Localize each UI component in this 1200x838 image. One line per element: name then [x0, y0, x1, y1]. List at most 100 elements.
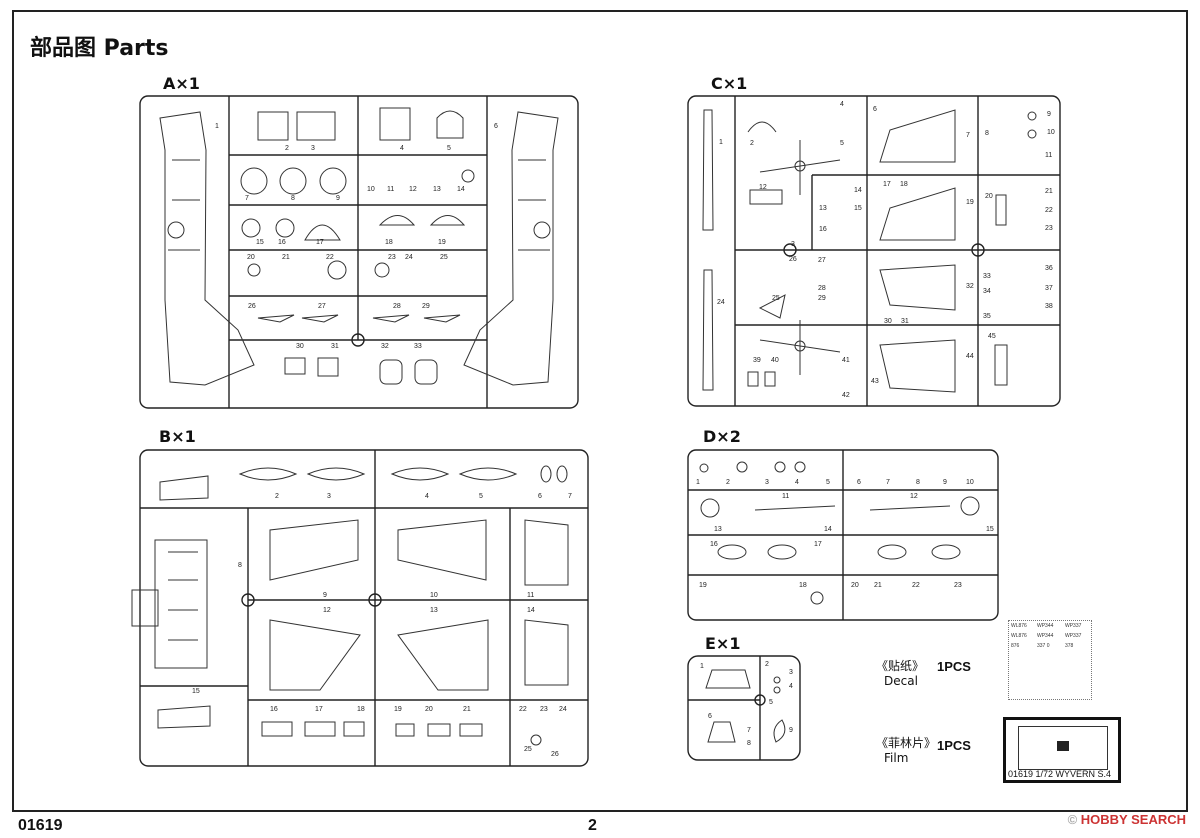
- film-quantity: 1PCS: [937, 738, 971, 753]
- svg-text:6: 6: [708, 713, 712, 720]
- svg-text:8: 8: [985, 130, 989, 137]
- svg-text:17: 17: [315, 706, 323, 713]
- svg-text:36: 36: [1045, 265, 1053, 272]
- svg-text:6: 6: [857, 479, 861, 486]
- svg-text:13: 13: [819, 205, 827, 212]
- fuselage-left-part: [159, 111, 255, 386]
- sprue-d-label: D×2: [703, 427, 741, 446]
- svg-text:27: 27: [318, 303, 326, 310]
- svg-text:5: 5: [840, 140, 844, 147]
- svg-text:18: 18: [799, 582, 807, 589]
- svg-text:5: 5: [826, 479, 830, 486]
- svg-text:7: 7: [966, 132, 970, 139]
- svg-text:16: 16: [710, 541, 718, 548]
- svg-text:17: 17: [883, 181, 891, 188]
- svg-text:21: 21: [1045, 188, 1053, 195]
- svg-text:33: 33: [983, 273, 991, 280]
- decal-label-group: 《贴纸》 Decal: [876, 657, 924, 688]
- svg-text:9: 9: [789, 727, 793, 734]
- svg-text:3: 3: [311, 145, 315, 152]
- svg-text:26: 26: [551, 751, 559, 758]
- svg-text:41: 41: [842, 357, 850, 364]
- svg-text:7: 7: [886, 479, 890, 486]
- svg-text:15: 15: [192, 688, 200, 695]
- decal-code: 337 0: [1037, 643, 1050, 649]
- svg-text:5: 5: [769, 699, 773, 706]
- svg-text:19: 19: [394, 706, 402, 713]
- svg-text:22: 22: [326, 254, 334, 261]
- sprue-d: [687, 449, 999, 621]
- svg-text:3: 3: [791, 241, 795, 248]
- svg-text:23: 23: [540, 706, 548, 713]
- svg-text:6: 6: [538, 493, 542, 500]
- svg-text:43: 43: [871, 378, 879, 385]
- svg-text:4: 4: [840, 101, 844, 108]
- decal-code: 876: [1011, 643, 1020, 649]
- fuselage-right-part: [463, 111, 559, 386]
- svg-text:2: 2: [765, 661, 769, 668]
- svg-text:9: 9: [943, 479, 947, 486]
- svg-text:45: 45: [988, 333, 996, 340]
- svg-text:4: 4: [795, 479, 799, 486]
- svg-text:40: 40: [771, 357, 779, 364]
- svg-text:33: 33: [414, 343, 422, 350]
- svg-text:2: 2: [750, 140, 754, 147]
- watermark: © HOBBY SEARCH: [1067, 812, 1186, 827]
- svg-text:25: 25: [772, 295, 780, 302]
- decal-code: WP344: [1037, 633, 1054, 639]
- svg-text:16: 16: [270, 706, 278, 713]
- svg-text:9: 9: [336, 195, 340, 202]
- decal-code: WP337: [1065, 633, 1082, 639]
- svg-text:11: 11: [1045, 152, 1052, 159]
- svg-text:32: 32: [381, 343, 389, 350]
- kit-number: 01619: [18, 817, 63, 834]
- svg-text:20: 20: [425, 706, 433, 713]
- svg-text:29: 29: [818, 295, 826, 302]
- page-title: 部品图 Parts: [30, 36, 169, 61]
- svg-text:2: 2: [275, 493, 279, 500]
- svg-text:17: 17: [316, 239, 324, 246]
- svg-text:21: 21: [463, 706, 471, 713]
- svg-text:11: 11: [782, 493, 789, 500]
- svg-text:20: 20: [985, 193, 993, 200]
- svg-text:14: 14: [854, 187, 862, 194]
- svg-text:19: 19: [699, 582, 707, 589]
- sprue-a-label: A×1: [163, 74, 200, 93]
- decal-cn-label: 《贴纸》: [876, 659, 925, 673]
- svg-text:4: 4: [789, 683, 793, 690]
- svg-text:12: 12: [409, 186, 417, 193]
- svg-text:15: 15: [256, 239, 264, 246]
- film-canopy-outline: [1018, 726, 1108, 770]
- svg-text:8: 8: [291, 195, 295, 202]
- svg-text:2: 2: [285, 145, 289, 152]
- svg-text:23: 23: [1045, 225, 1053, 232]
- svg-text:2: 2: [726, 479, 730, 486]
- svg-text:29: 29: [422, 303, 430, 310]
- svg-text:13: 13: [433, 186, 441, 193]
- decal-code: WL876: [1011, 623, 1027, 629]
- svg-text:8: 8: [747, 740, 751, 747]
- svg-text:19: 19: [966, 199, 974, 206]
- decal-code: WL876: [1011, 633, 1027, 639]
- svg-text:4: 4: [400, 145, 404, 152]
- svg-text:20: 20: [247, 254, 255, 261]
- sprue-e-label: E×1: [705, 634, 741, 653]
- svg-text:8: 8: [238, 562, 242, 569]
- svg-text:10: 10: [430, 592, 438, 599]
- watermark-brand: HOBBY SEARCH: [1080, 812, 1186, 827]
- svg-text:18: 18: [900, 181, 908, 188]
- svg-text:7: 7: [747, 727, 751, 734]
- decal-code: 378: [1065, 643, 1074, 649]
- svg-text:35: 35: [983, 313, 991, 320]
- svg-text:23: 23: [954, 582, 962, 589]
- svg-text:14: 14: [457, 186, 465, 193]
- svg-text:15: 15: [854, 205, 862, 212]
- svg-text:28: 28: [393, 303, 401, 310]
- decal-code: WP337: [1065, 623, 1082, 629]
- svg-text:23: 23: [388, 254, 396, 261]
- svg-text:16: 16: [278, 239, 286, 246]
